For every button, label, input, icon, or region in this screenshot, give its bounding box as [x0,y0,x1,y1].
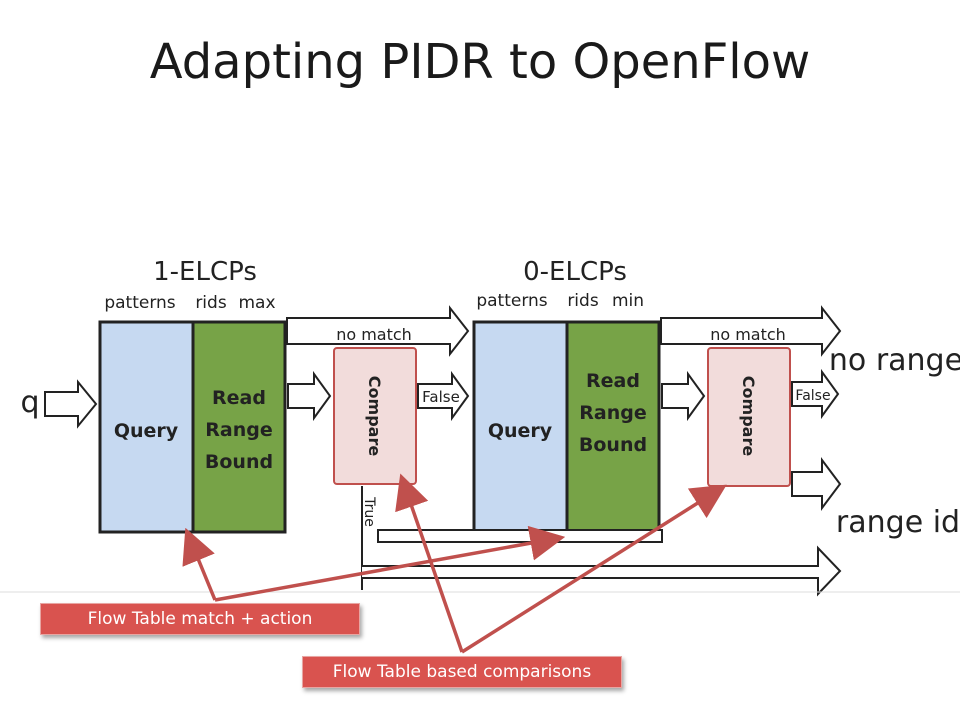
stage1-col-patterns: patterns [104,293,175,313]
stage2-col-min: min [612,291,644,311]
callout-arrow-to-query2 [214,525,566,602]
false-arrow-1 [417,370,470,422]
stage1-col-rids: rids [195,293,227,313]
read-label-2b: Range [579,402,646,424]
input-q-label: q [20,385,39,420]
true-arrow-2 [791,457,842,511]
stage2-header: 0-ELCPs [523,257,627,287]
no-match-label-2: no match [710,325,786,344]
read-label-1a: Read [212,387,266,409]
query-box-1 [98,320,195,534]
compare-label-1: Compare [365,376,384,457]
callout-comparisons: Flow Table based comparisons [302,656,622,688]
stage1-col-max: max [238,293,275,313]
read-label-2c: Bound [579,434,647,456]
false-arrow-2 [791,368,840,420]
query-box-2 [472,320,569,534]
slide-title: Adapting PIDR to OpenFlow [149,34,811,90]
output-no-range: no range [829,343,960,378]
stage1-header: 1-ELCPs [153,257,257,287]
false-label-1: False [422,388,460,406]
query-label-2: Query [488,420,553,442]
callout-arrow-to-compare1 [395,473,464,653]
no-match-arrow-2 [660,305,842,357]
callout-match-action: Flow Table match + action [40,603,360,635]
stage2-col-patterns: patterns [476,291,547,311]
false-label-2: False [795,388,830,404]
output-range-id: range id [836,505,960,540]
read-label-2a: Read [586,370,640,392]
no-match-label-1: no match [336,325,412,344]
query-label-1: Query [114,420,179,442]
compare-box-1 [333,347,417,485]
true-arrow-long [362,545,842,597]
true-arrow-1-into-2 [377,529,663,543]
to-compare-arrow-2 [661,370,706,422]
input-arrow [44,379,98,429]
true-label-1: True [361,496,377,527]
compare-label-2: Compare [739,376,758,457]
compare-box-2 [707,347,791,487]
no-match-arrow-1 [286,305,470,357]
callout-arrow-to-query1 [182,527,217,601]
read-box-2 [565,320,661,534]
read-label-1b: Range [205,419,272,441]
callout-arrow-to-compare2 [461,484,727,654]
to-compare-arrow-1 [287,370,332,422]
read-label-1c: Bound [205,451,273,473]
stage2-col-rids: rids [567,291,599,311]
read-box-1 [191,320,287,534]
